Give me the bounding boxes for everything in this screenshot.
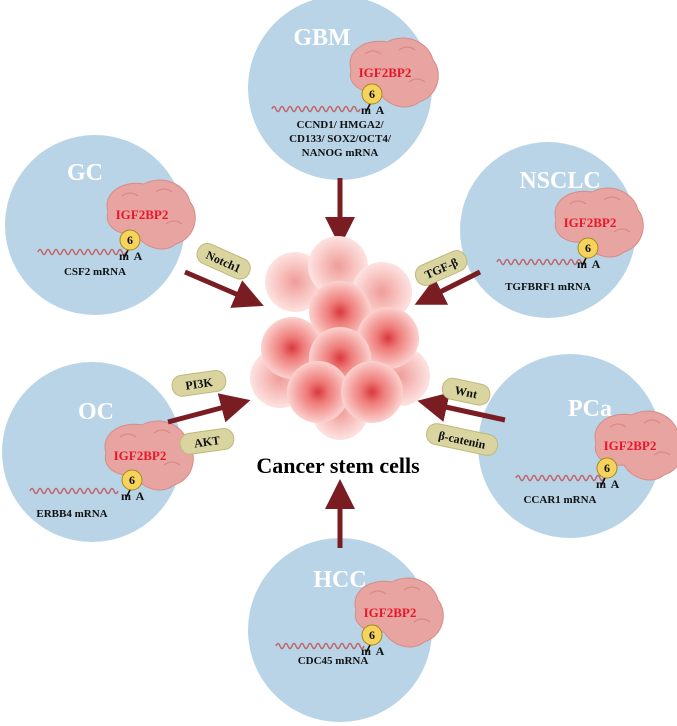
pill-akt: AKT — [179, 428, 235, 455]
panel-circle — [460, 142, 636, 318]
panel-title: HCC — [313, 567, 366, 593]
m6a-six: 6 — [129, 473, 135, 487]
pill-notch1: Notch1 — [196, 242, 251, 280]
cancer-stem-cell-cluster — [250, 236, 430, 440]
pill-beta-catenin: β-catenin — [426, 423, 499, 456]
protein-label: IGF2BP2 — [564, 215, 617, 230]
mrna-strand-icon — [37, 248, 127, 256]
mrna-label: CCND1/ HMGA2/ — [296, 119, 384, 131]
svg-text:AKT: AKT — [193, 433, 221, 450]
panel-title: GC — [67, 160, 103, 186]
mrna-label: NANOG mRNA — [302, 147, 379, 159]
m6a-m: m — [361, 644, 371, 658]
panel-title: GBM — [293, 25, 350, 51]
svg-text:Wnt: Wnt — [453, 383, 478, 401]
mrna-label: CCAR1 mRNA — [523, 494, 596, 506]
mrna-label: CD133/ SOX2/OCT4/ — [289, 133, 392, 145]
mrna-strand-icon — [271, 105, 361, 113]
m6a-a: A — [376, 644, 385, 658]
panel-circle — [2, 362, 182, 542]
m6a-a: A — [592, 257, 601, 271]
mrna-strand-icon — [275, 642, 365, 650]
m6a-a: A — [376, 103, 385, 117]
center-label: Cancer stem cells — [256, 453, 420, 478]
mrna-strand-icon — [29, 487, 119, 495]
arrow-gc — [184, 269, 264, 308]
panel-circle — [478, 354, 662, 538]
m6a-m: m — [119, 249, 129, 263]
m6a-a: A — [611, 477, 620, 491]
pill-pi3k: PI3K — [171, 370, 227, 397]
arrow-nsclc — [414, 269, 482, 305]
m6a-a: A — [134, 249, 143, 263]
pill-wnt: Wnt — [441, 377, 491, 406]
protein-label: IGF2BP2 — [364, 605, 417, 620]
mrna-strand-icon — [496, 258, 586, 266]
arrows — [167, 178, 506, 548]
m6a-six: 6 — [585, 241, 591, 255]
protein-label: IGF2BP2 — [359, 65, 412, 80]
panel-title: PCa — [568, 396, 612, 422]
m6a-a: A — [136, 489, 145, 503]
arrow-oc — [167, 393, 251, 425]
mrna-label: CSF2 mRNA — [64, 266, 126, 278]
arrow-pca — [417, 392, 506, 423]
panel-title: OC — [78, 399, 114, 425]
m6a-six: 6 — [369, 87, 375, 101]
m6a-m: m — [361, 103, 371, 117]
mrna-label: TGFBRF1 mRNA — [505, 281, 591, 293]
mrna-strand-icon — [515, 474, 605, 482]
svg-text:PI3K: PI3K — [184, 375, 214, 393]
panel-title: NSCLC — [519, 168, 600, 194]
panel-circle — [5, 135, 185, 315]
m6a-six: 6 — [604, 461, 610, 475]
m6a-m: m — [596, 477, 606, 491]
mrna-label: CDC45 mRNA — [298, 655, 369, 667]
protein-label: IGF2BP2 — [604, 438, 657, 453]
protein-label: IGF2BP2 — [114, 448, 167, 463]
m6a-m: m — [577, 257, 587, 271]
protein-label: IGF2BP2 — [116, 207, 169, 222]
m6a-six: 6 — [127, 233, 133, 247]
m6a-m: m — [121, 489, 131, 503]
m6a-six: 6 — [369, 628, 375, 642]
mrna-label: ERBB4 mRNA — [36, 508, 107, 520]
